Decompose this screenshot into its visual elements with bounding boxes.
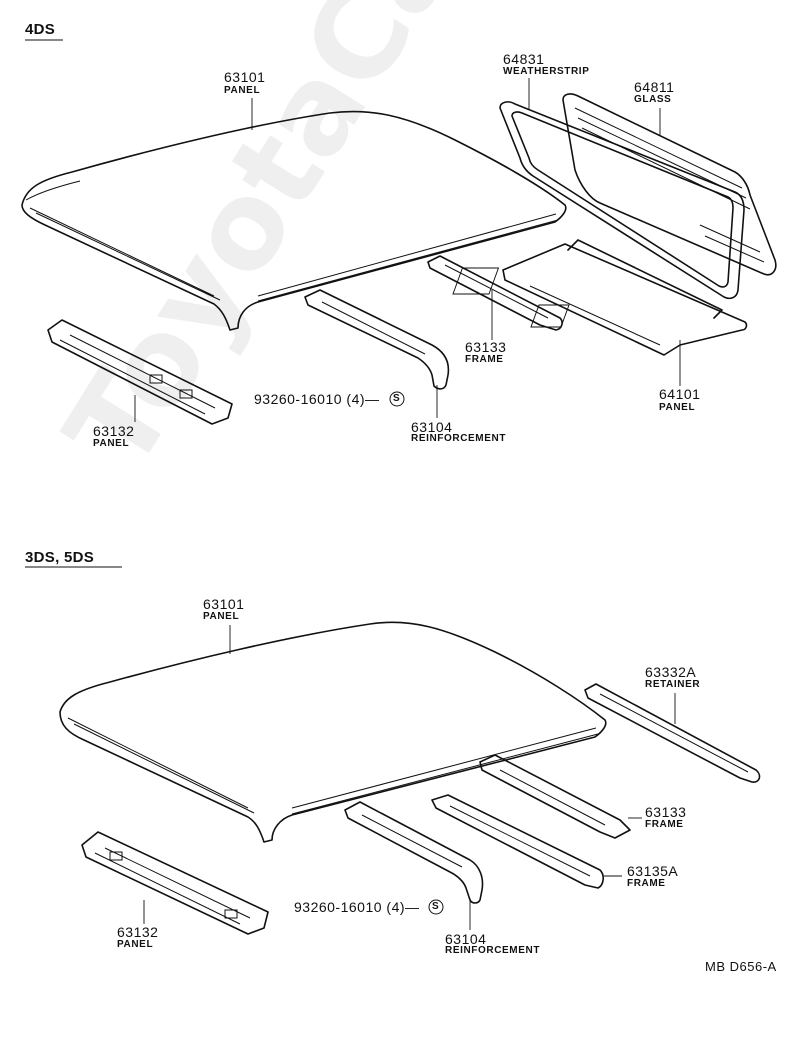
roof-panel-63101-top — [21, 110, 567, 331]
part-name-63101: PANEL — [224, 85, 261, 96]
part-name-64101: PANEL — [659, 402, 696, 413]
part-name-63332A: RETAINER — [645, 679, 701, 690]
part-number-63133-b: 63133 — [645, 804, 687, 820]
frame-63135A — [431, 794, 622, 889]
screw-code-top: 93260-16010 (4)— — [254, 391, 380, 407]
screw-symbol-top — [389, 391, 405, 407]
panel-63132-top — [47, 319, 233, 425]
part-name-64831: WEATHERSTRIP — [503, 66, 590, 77]
reinforcement-63104-bottom — [344, 801, 484, 930]
frame-63133-bottom — [479, 754, 642, 839]
part-name-63133-top: FRAME — [465, 354, 504, 365]
roof-panel-63101-bottom — [59, 621, 607, 843]
part-number-63101: 63101 — [224, 69, 266, 85]
part-number-63104-top: 63104 — [411, 419, 453, 435]
reinforcement-63104-top — [304, 289, 450, 418]
screw-code-bottom: 93260-16010 (4)— — [294, 899, 420, 915]
part-number-64831: 64831 — [503, 51, 545, 67]
diagram-code: MB D656-A — [705, 959, 777, 974]
part-number-63132-b: 63132 — [117, 924, 159, 940]
part-number-63101-b: 63101 — [203, 596, 245, 612]
screw-s-top: S — [393, 393, 401, 404]
part-number-63135A: 63135A — [627, 863, 679, 879]
retainer-63332A — [584, 683, 761, 783]
screw-symbol-bottom — [428, 899, 444, 915]
part-name-63133-b: FRAME — [645, 819, 684, 830]
part-name-63101-b: PANEL — [203, 611, 240, 622]
screw-s-bottom: S — [432, 901, 440, 912]
panel-63132-bottom — [81, 831, 269, 935]
part-name-63132-b: PANEL — [117, 939, 154, 950]
section-title-4ds: 4DS — [25, 21, 56, 38]
part-number-63332A: 63332A — [645, 664, 697, 680]
frame-63133-top — [427, 255, 563, 340]
part-name-63104-b: REINFORCEMENT — [445, 945, 541, 956]
part-name-64811: GLASS — [634, 94, 672, 105]
part-number-64101: 64101 — [659, 386, 701, 402]
part-number-63104-b: 63104 — [445, 931, 487, 947]
part-number-63133-top: 63133 — [465, 339, 507, 355]
part-name-63132-top: PANEL — [93, 438, 130, 449]
panel-64101 — [452, 239, 748, 356]
glass-64811 — [562, 93, 777, 276]
part-number-64811: 64811 — [634, 79, 675, 95]
part-number-63132-top: 63132 — [93, 423, 135, 439]
weatherstrip-64831 — [499, 101, 745, 300]
section-title-3ds-5ds: 3DS, 5DS — [25, 549, 95, 566]
part-name-63135A: FRAME — [627, 878, 666, 889]
part-name-63104-top: REINFORCEMENT — [411, 433, 507, 444]
